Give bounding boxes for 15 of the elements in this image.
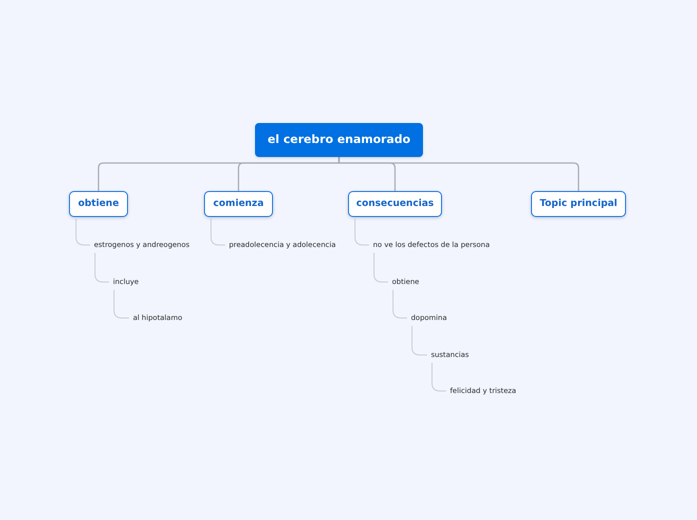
connector-line [338,157,580,191]
connector-line [392,290,408,318]
connector-line [354,218,370,246]
topic-box: comienza [204,191,273,217]
connector-line [412,326,428,356]
connector-line [114,290,130,318]
connector-line [210,218,226,246]
topic-box: Topic principal [531,191,626,217]
topic-box: consecuencias [348,191,442,217]
connector-line [76,218,90,246]
connector-line [374,252,388,282]
topic-box: obtiene [69,191,128,217]
connector-line [432,362,446,392]
connector-line [94,252,110,282]
central-topic-box: el cerebro enamorado [255,123,423,157]
